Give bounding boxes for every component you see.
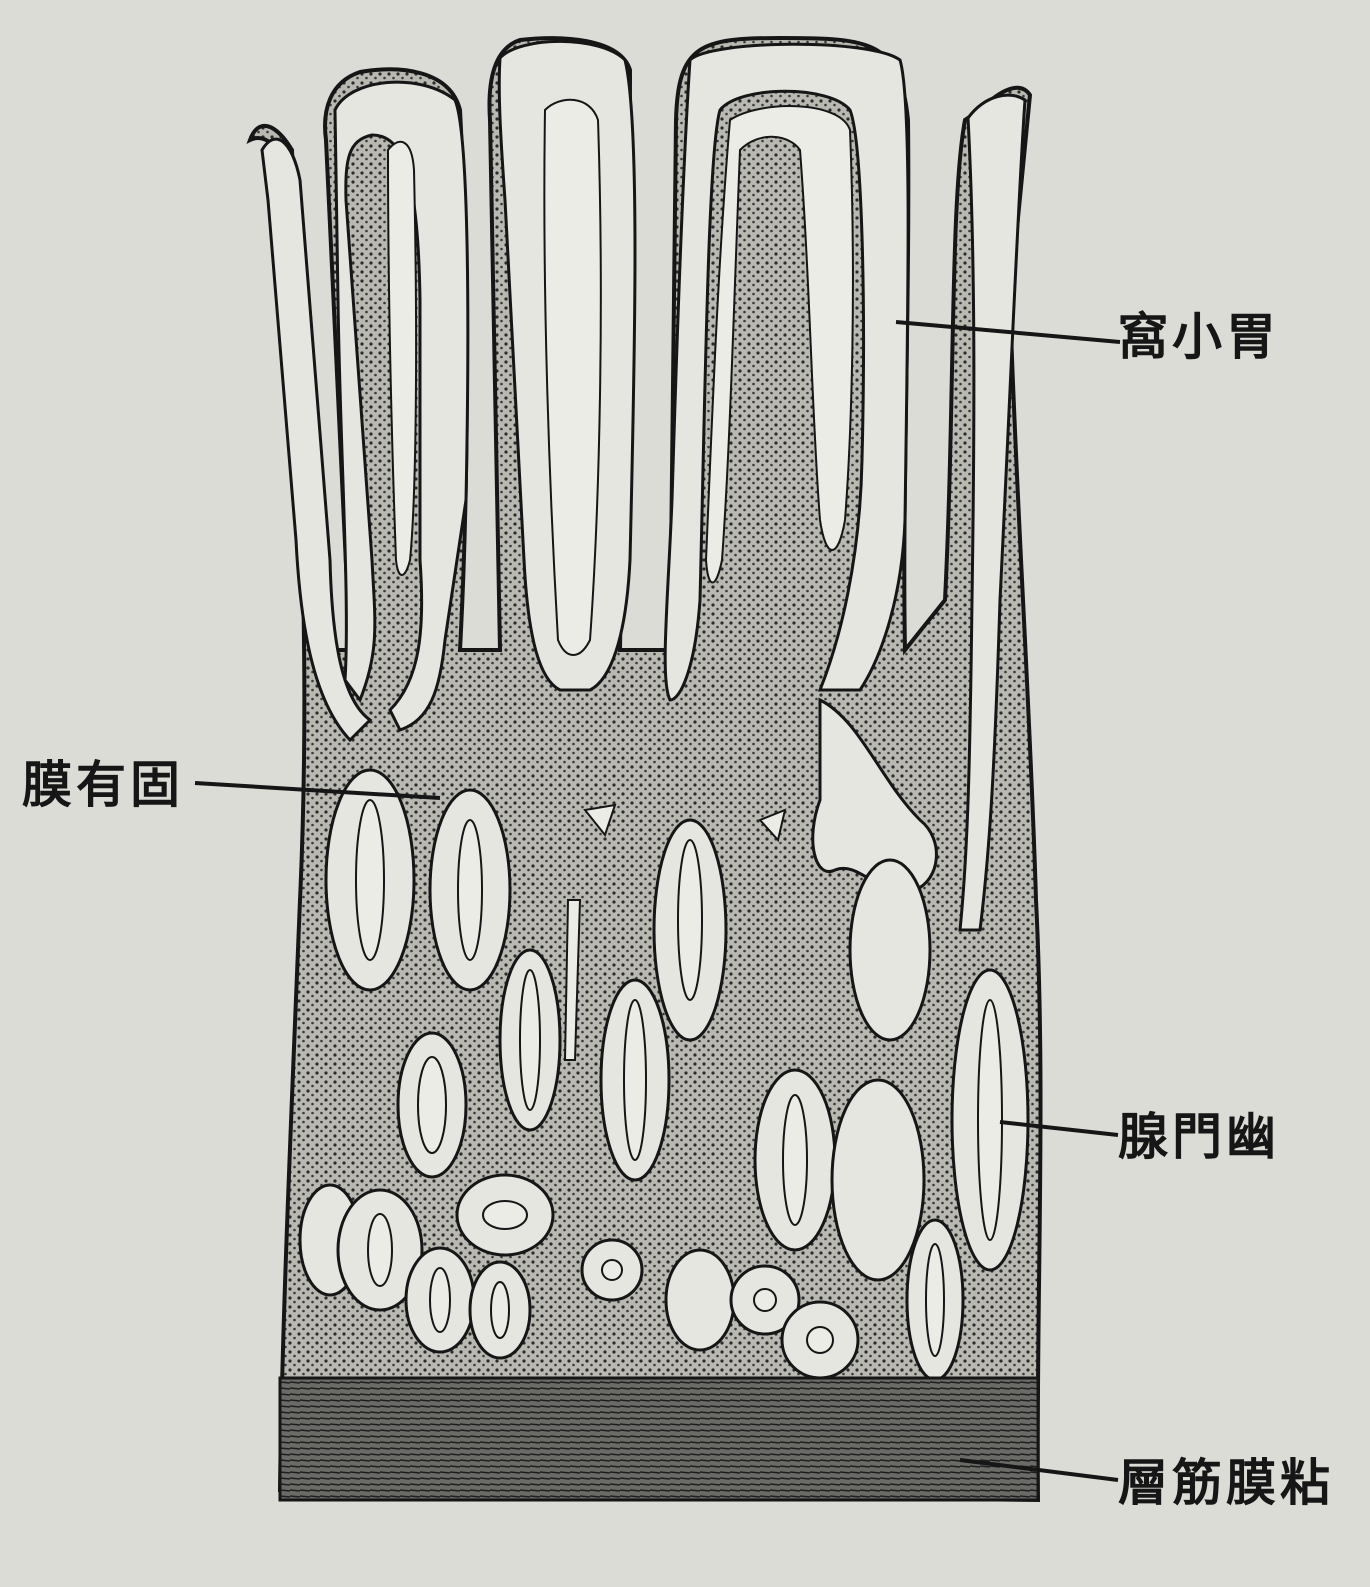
gland [850, 860, 930, 1040]
gland [666, 1250, 734, 1350]
muscularis-mucosae-band [280, 1378, 1038, 1500]
label-gastric-pit: 窩小胃 [1118, 312, 1280, 362]
label-muscularis-mucosae: 層筋膜粘 [1118, 1458, 1334, 1508]
gland [832, 1080, 924, 1280]
label-pyloric-glands: 腺門幽 [1118, 1112, 1280, 1162]
label-lamina-propria: 膜有固 [22, 760, 184, 810]
